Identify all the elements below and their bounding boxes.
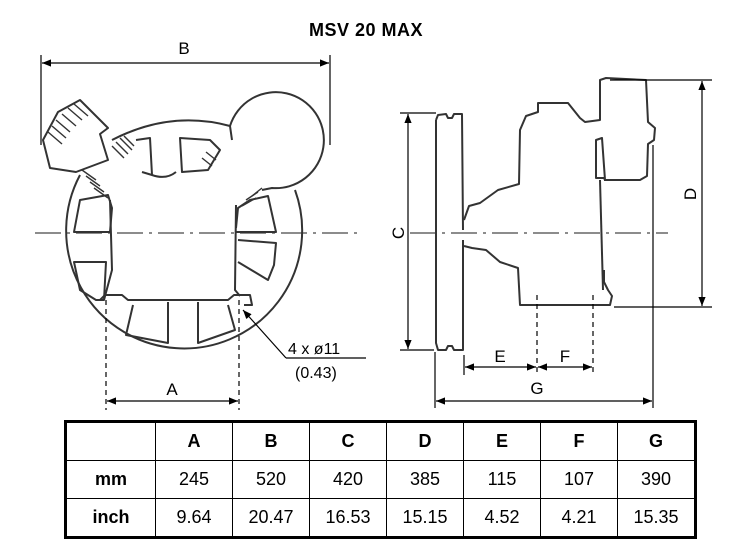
column-header: F [540,421,618,461]
table-cell: 115 [463,460,541,499]
front-bore-edge [103,199,113,301]
front-motor-circle [229,91,325,191]
table-cell: 520 [232,460,310,499]
dim-label-f: F [560,347,570,366]
column-header: D [386,421,464,461]
table-row-inch: inch 9.64 20.47 16.53 15.15 4.52 4.21 15… [65,498,696,538]
cooling-fins [47,103,263,207]
hole-note-inch: (0.43) [295,365,337,382]
dim-label-d: D [681,188,700,200]
front-pocket [235,195,277,233]
technical-drawing: B A 4 x ø11 (0.43) C D [35,39,712,410]
front-view: B A 4 x ø11 (0.43) [35,39,366,410]
table-cell: 16.53 [309,498,387,538]
front-outer-ring [65,174,304,350]
front-pocket [179,137,221,173]
dimensions-table: A B C D E F G mm 245 520 420 385 115 107… [64,420,697,539]
side-flange [435,113,464,231]
side-tube [595,137,606,181]
side-upper-body [463,77,656,221]
column-header: G [617,421,696,461]
front-lower-flange [99,294,253,306]
hole-note-count: 4 x ø11 [288,341,340,358]
table-cell: 385 [386,460,464,499]
dim-label-b: B [178,39,189,58]
dim-label-c: C [389,227,408,239]
table-corner-cell [65,421,156,461]
column-header: A [155,421,233,461]
front-pocket [237,239,277,281]
drawing-title: MSV 20 MAX [0,20,732,41]
front-pocket [73,261,107,301]
front-upper-lip [151,171,177,178]
table-cell: 420 [309,460,387,499]
side-lower-body [463,245,613,306]
front-upper-arc [111,119,233,141]
row-unit-label: mm [65,460,156,499]
front-cylinder-head [42,99,109,173]
dim-label-a: A [166,380,178,399]
column-header: B [232,421,310,461]
hole-leader-line [242,309,287,359]
table-cell: 4.21 [540,498,618,538]
front-pocket [135,137,153,176]
model-name: MSV 20 MAX [308,20,424,40]
table-cell: 9.64 [155,498,233,538]
table-cell: 390 [617,460,696,499]
front-pocket [73,194,113,233]
table-header-row: A B C D E F G [65,421,696,461]
dim-label-g: G [530,379,543,398]
table-cell: 15.35 [617,498,696,538]
front-pocket [125,302,169,344]
dim-label-e: E [494,347,505,366]
table-cell: 15.15 [386,498,464,538]
side-back-edge [599,179,604,291]
column-header: C [309,421,387,461]
table-cell: 107 [540,460,618,499]
table-cell: 4.52 [463,498,541,538]
front-pocket [197,302,236,344]
table-row-mm: mm 245 520 420 385 115 107 390 [65,460,696,499]
table-cell: 245 [155,460,233,499]
front-bore-edge [234,204,241,297]
side-view: C D E F G [389,77,712,408]
table-cell: 20.47 [232,498,310,538]
side-flange [435,120,464,351]
column-header: E [463,421,541,461]
row-unit-label: inch [65,498,156,538]
